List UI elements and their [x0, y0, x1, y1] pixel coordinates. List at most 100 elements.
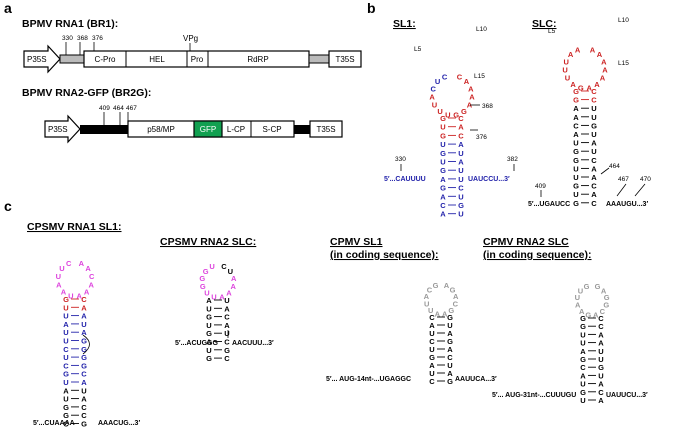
cpm2-stem-nt-left: U [580, 330, 585, 339]
slc-stem-nt-left: U [573, 190, 578, 199]
sl1-stem-nt-left: G [440, 166, 446, 175]
cpsmv1-bracket [82, 334, 90, 355]
cpm2-stem-nt-right: A [598, 330, 604, 339]
cpm1-stem-nt-right: U [447, 361, 452, 370]
sl1-seq-5prime: 5′...CAUUUU [384, 176, 426, 183]
cps1-loop-nt: C [66, 259, 72, 268]
sl1-stem-nt-right: A [458, 123, 464, 132]
cpm2-stem-nt-left: G [580, 355, 586, 364]
cps2-loop-nt: A [219, 293, 225, 302]
sl1-title: SL1: [393, 18, 416, 30]
sl1-seq-3prime: UAUCCU...3′ [468, 176, 510, 183]
sl1-stem-nt-right: U [458, 166, 463, 175]
slc-loop-label-l5: L5 [548, 28, 556, 35]
slc-stem-nt-right: U [591, 104, 596, 113]
br1-gene-pro: Pro [191, 55, 204, 64]
slc-tick-470 [634, 183, 646, 197]
br2-gene-gfp: GFP [200, 125, 216, 134]
sl1-pos-376: 376 [476, 134, 487, 141]
slc-stem-nt-left: U [573, 164, 578, 173]
cpmv1-seq-5prime: 5′... AUG-14nt-...UGAGGC [326, 376, 411, 383]
slc-loop-nt: G [578, 84, 584, 93]
cpm2-stem-nt-right: A [598, 396, 604, 405]
br1-pos-376: 376 [92, 35, 103, 42]
panel-label-c: c [4, 198, 12, 214]
sl1-stem-nt-left: A [440, 192, 446, 201]
sl1-stem-nt-left: A [440, 210, 446, 219]
slc-loop-nt: U [565, 74, 570, 83]
sl1-stem-nt-right: U [458, 210, 463, 219]
cpm1-stem-nt-right: C [447, 353, 453, 362]
slc-pos-409: 409 [535, 183, 546, 190]
cpm2-stem-nt-left: U [580, 396, 585, 405]
slc-loop-nt: A [568, 50, 574, 59]
sl1-pos-330: 330 [395, 156, 406, 163]
br2-5utr [80, 125, 128, 134]
cps2-stem-nt-left: G [206, 354, 212, 363]
cpm2-stem-nt-left: C [580, 363, 586, 372]
slc-stem-nt-right: U [591, 113, 596, 122]
slc-stem-nt-right: G [591, 121, 597, 130]
sl1-stem-nt-left: G [440, 149, 446, 158]
cps1-stem-nt-right: C [81, 411, 87, 420]
cps1-stem-nt-right: A [81, 395, 87, 404]
slc-stem-nt-left: G [573, 182, 579, 191]
cpm2-stem-nt-left: G [580, 322, 586, 331]
cps2-stem-nt-left: U [206, 304, 211, 313]
sl1-loop-nt: A [429, 93, 435, 102]
cpm2-loop-nt: A [579, 307, 585, 316]
br2-title: BPMV RNA2-GFP (BR2G): [22, 87, 151, 99]
cpm1-loop-nt: A [453, 292, 459, 301]
sl1-loop-nt: A [464, 77, 470, 86]
cpm1-loop-nt: G [450, 285, 456, 294]
cpm2-stem-nt-left: U [580, 339, 585, 348]
sl1-loop-label-l10: L10 [476, 26, 487, 33]
cpmv2-seq-5prime: 5′... AUG-31nt-...CUUUGU [492, 392, 576, 399]
cpm1-stem-nt-right: A [447, 369, 453, 378]
cps1-stem-nt-left: U [63, 328, 68, 337]
slc-loop-nt: U [563, 57, 568, 66]
cpm1-stem-nt-right: A [447, 329, 453, 338]
cps1-stem-nt-left: C [63, 345, 69, 354]
cpm2-loop-nt: G [595, 282, 601, 291]
cpsmv1-title: CPSMV RNA1 SL1: [27, 221, 122, 233]
br1-gene-rdrp: RdRP [247, 55, 268, 64]
cpm2-stem-nt-left: A [580, 347, 586, 356]
cpm1-stem-nt-right: G [447, 313, 453, 322]
br1-pos-330: 330 [62, 35, 73, 42]
br2-pos-467: 467 [126, 105, 137, 112]
cpm1-stem-nt-left: U [429, 369, 434, 378]
cps1-stem-nt-left: G [63, 295, 69, 304]
sl1-loop-nt: U [437, 107, 442, 116]
cps1-loop-nt: U [56, 272, 61, 281]
cps1-stem-nt-left: G [63, 370, 69, 379]
slc-stem-nt-right: U [591, 147, 596, 156]
slc-stem-nt-right: A [591, 190, 597, 199]
cpm1-stem-nt-right: G [447, 337, 453, 346]
sl1-stem-nt-right: U [458, 175, 463, 184]
slc-loop-label-l10: L10 [618, 17, 629, 24]
slc-stem-nt-left: G [573, 199, 579, 208]
cps2-stem-nt-right: U [224, 296, 229, 305]
sl1-loop-nt: C [430, 84, 436, 93]
cps1-stem-nt-left: A [63, 386, 69, 395]
slc-stem-nt-right: A [591, 139, 597, 148]
cpm2-stem-nt-right: U [598, 347, 603, 356]
sl1-stem-nt-right: C [458, 184, 464, 193]
sl1-stem-nt-right: U [458, 192, 463, 201]
cps2-loop-nt: U [204, 289, 209, 298]
cps2-loop-nt: U [228, 267, 233, 276]
cpm1-stem-nt-left: C [429, 313, 435, 322]
cps2-stem-nt-right: A [224, 304, 230, 313]
cpm1-stem-nt-right: U [447, 321, 452, 330]
sl1-stem-nt-right: G [458, 201, 464, 210]
cps1-stem-nt-right: U [81, 386, 86, 395]
cps1-stem-nt-right: C [81, 295, 87, 304]
cps2-stem-nt-left: A [206, 338, 212, 347]
cps2-loop-nt: U [211, 293, 216, 302]
cpm1-stem-nt-left: U [429, 345, 434, 354]
